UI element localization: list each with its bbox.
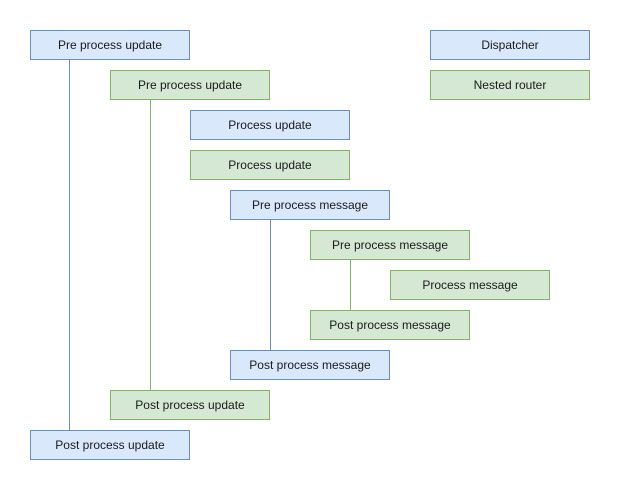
connector-n2-to-n10 [150,100,151,390]
node-label: Pre process update [137,78,243,92]
node-label: Process update [228,158,312,172]
node-n5[interactable]: Pre process message [230,190,390,220]
node-label: Pre process update [57,38,163,52]
connector-n6-to-n8 [350,260,351,310]
node-n1[interactable]: Pre process update [30,30,190,60]
legend-nested-router[interactable]: Nested router [430,70,590,100]
node-n7[interactable]: Process message [390,270,550,300]
node-n11[interactable]: Post process update [30,430,190,460]
node-label: Post process message [329,318,451,332]
legend-label: Nested router [473,78,547,92]
node-label: Process message [422,278,518,292]
node-label: Process update [228,118,312,132]
node-n4[interactable]: Process update [190,150,350,180]
node-n6[interactable]: Pre process message [310,230,470,260]
legend-dispatcher[interactable]: Dispatcher [430,30,590,60]
node-n9[interactable]: Post process message [230,350,390,380]
node-label: Pre process message [331,238,449,252]
node-label: Post process message [249,358,371,372]
connector-n5-to-n9 [270,220,271,350]
legend-label: Dispatcher [481,38,539,52]
node-n10[interactable]: Post process update [110,390,270,420]
node-n3[interactable]: Process update [190,110,350,140]
connector-n1-to-n11 [69,60,70,430]
node-label: Post process update [135,398,245,412]
node-n2[interactable]: Pre process update [110,70,270,100]
node-n8[interactable]: Post process message [310,310,470,340]
node-label: Post process update [55,438,165,452]
node-label: Pre process message [251,198,369,212]
